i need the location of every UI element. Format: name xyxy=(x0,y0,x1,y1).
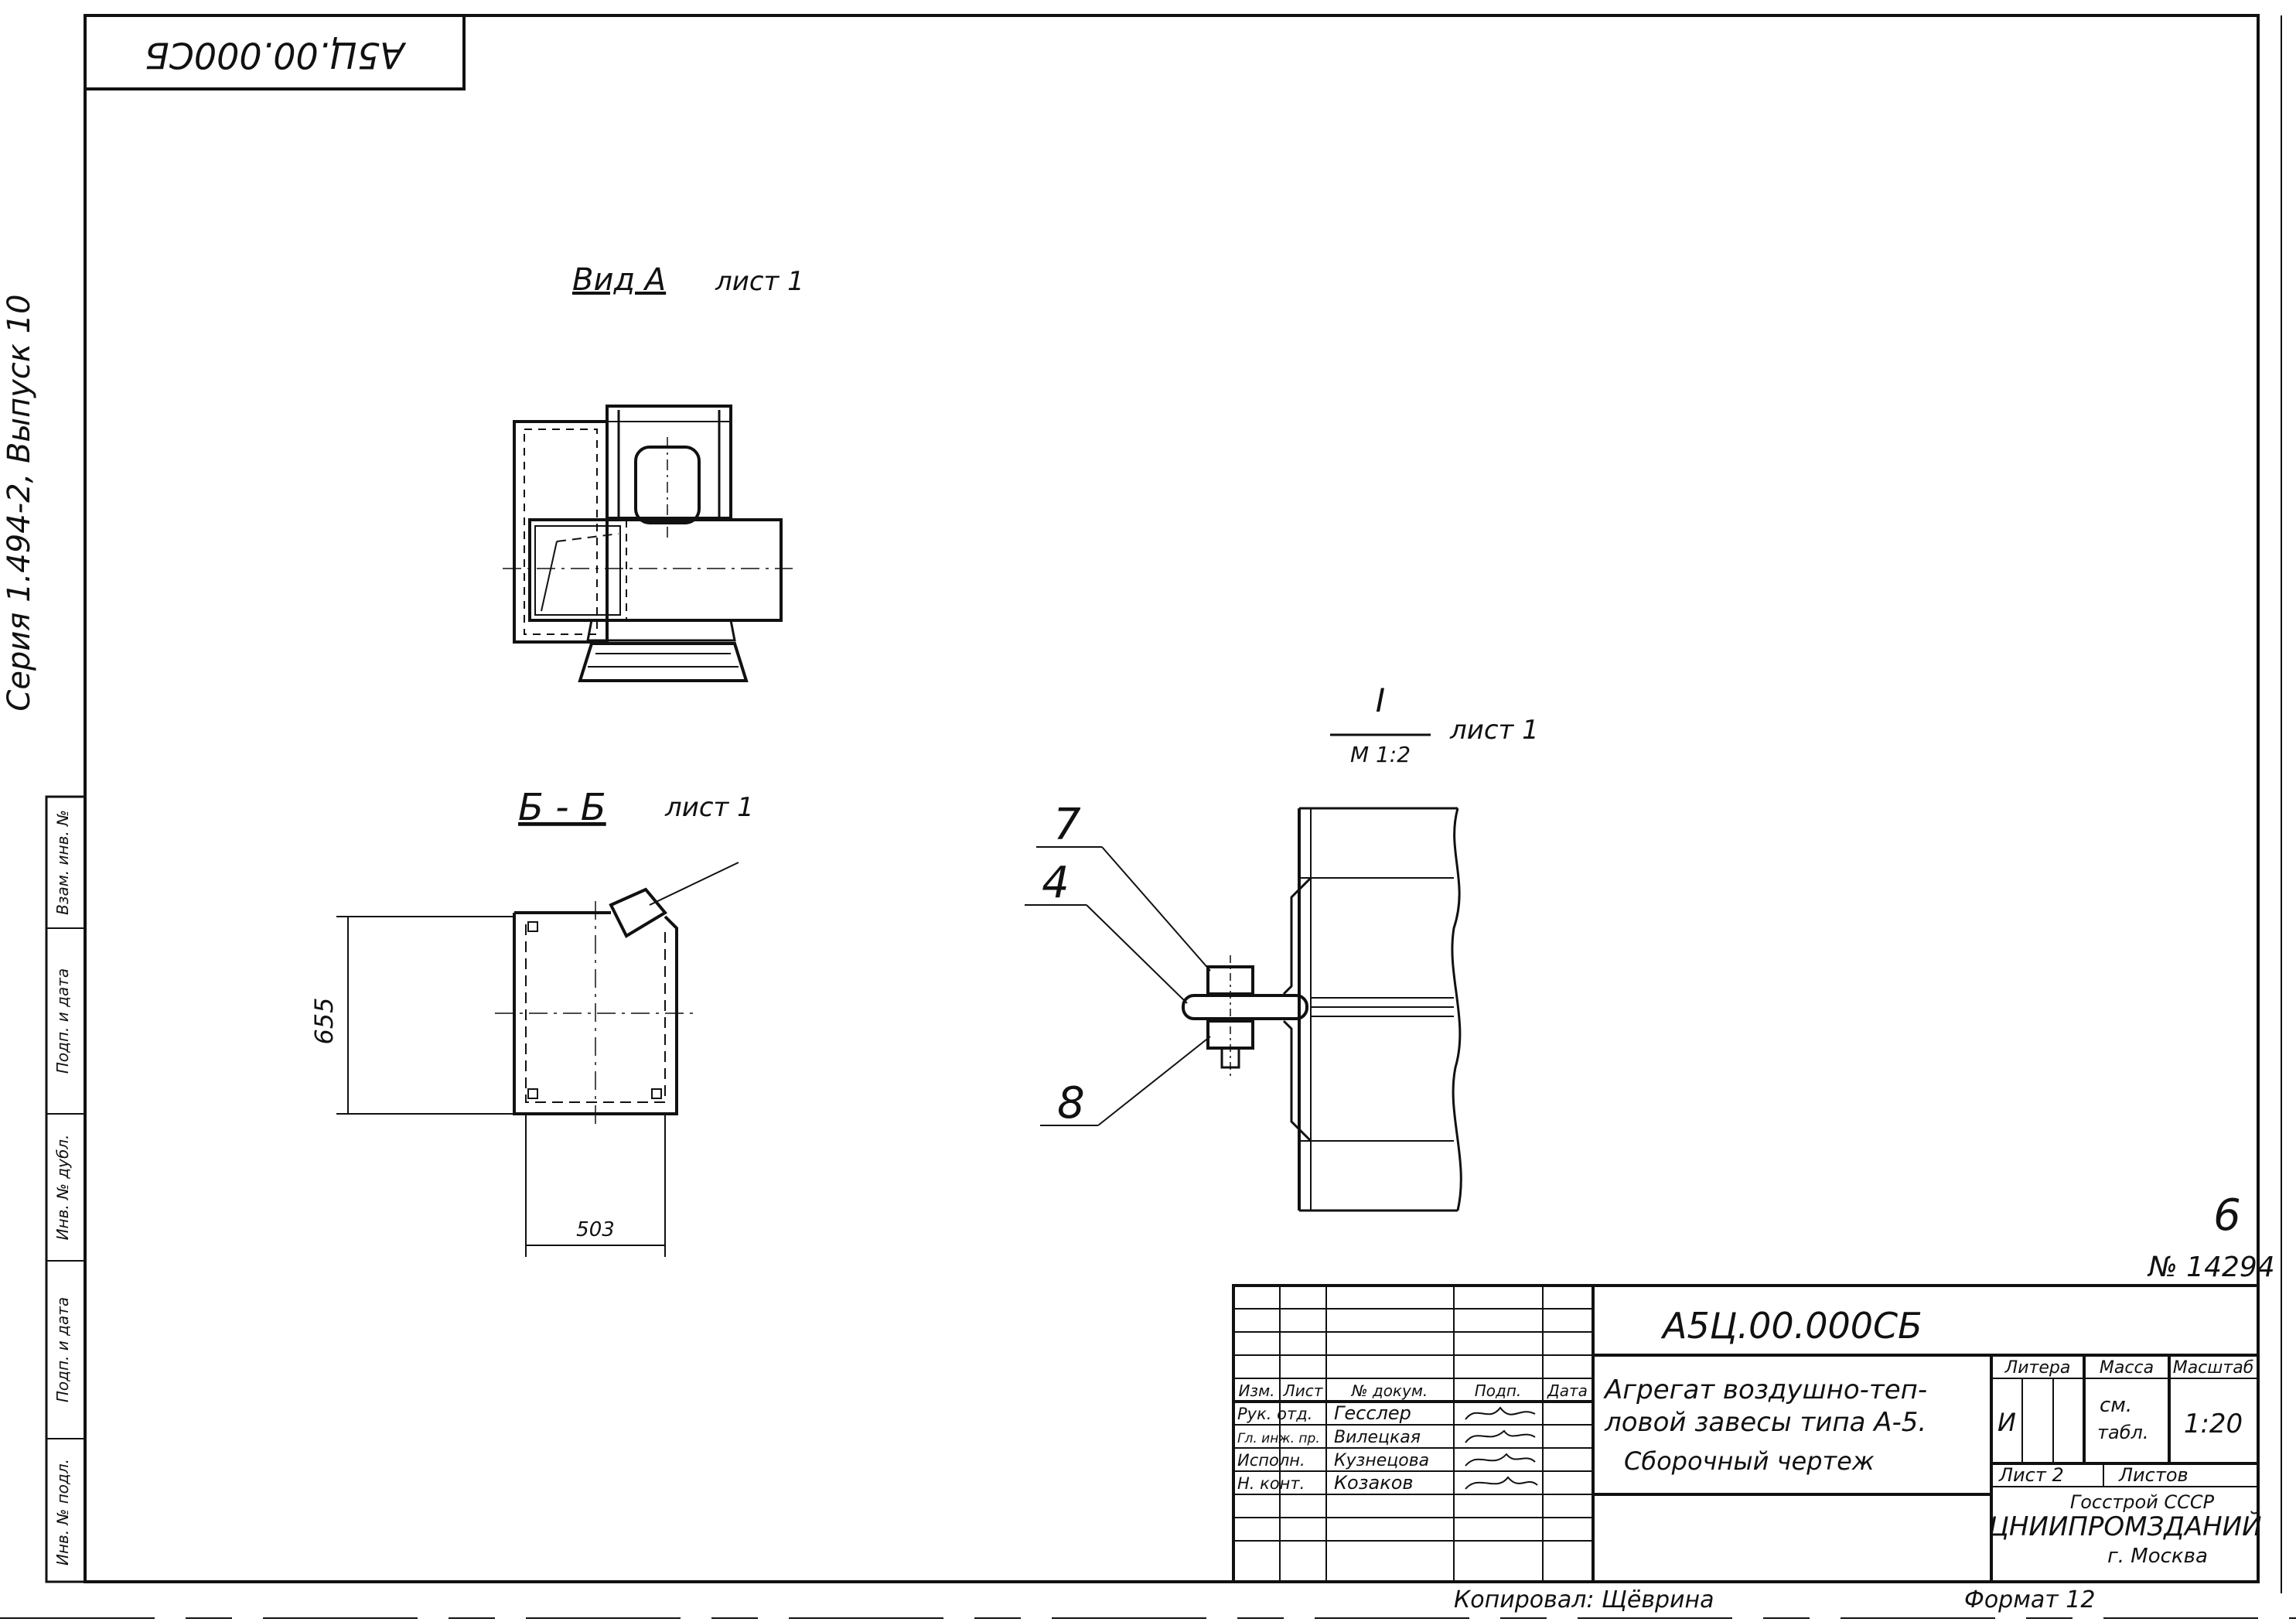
tb-header: Изм. xyxy=(1238,1381,1274,1400)
callout-4: 4 xyxy=(1042,858,1070,908)
view-a-main-box xyxy=(528,518,783,622)
side-col-label: Подп. и дата xyxy=(53,968,72,1074)
dim-width: 503 xyxy=(576,1218,615,1241)
detail-i-profile xyxy=(1282,1019,1312,1142)
section-bb-corner xyxy=(527,1088,538,1099)
tb-sheets-label: Листов xyxy=(2118,1464,2189,1486)
callout-7: 7 xyxy=(1053,800,1081,850)
signature xyxy=(1465,1476,1538,1490)
tb-org-1: Госстрой СССР xyxy=(2070,1491,2215,1513)
page-number: 6 xyxy=(2213,1190,2241,1241)
tb-role: Н. конт. xyxy=(1237,1474,1305,1493)
footer-format: Формат 12 xyxy=(1964,1586,2095,1613)
tb-name-line2: ловой завесы типа А-5. xyxy=(1604,1407,1926,1438)
detail-i-title: I xyxy=(1376,681,1385,719)
view-a-main-inner xyxy=(534,525,621,616)
dim-height: 655 xyxy=(309,997,339,1044)
detail-i-flange xyxy=(1182,994,1308,1020)
side-series-text: Серия 1.494-2, Выпуск 10 xyxy=(2,294,37,711)
inv-number: № 14294 xyxy=(2147,1252,2274,1283)
tb-org-2: ЦНИИПРОМЗДАНИЙ xyxy=(1988,1511,2261,1542)
tb-org-3: г. Москва xyxy=(2107,1545,2208,1568)
side-col-label: Взам. инв. № xyxy=(53,810,72,915)
view-a-left-box xyxy=(513,420,609,644)
section-bb-body-inner xyxy=(525,924,666,1103)
top-code-box xyxy=(84,14,466,90)
tb-sheet-label: Лист 2 xyxy=(1998,1464,2064,1486)
signature xyxy=(1465,1429,1536,1443)
tb-mass-value-1: см. xyxy=(2100,1394,2132,1417)
detail-i-profile xyxy=(1282,876,1312,995)
side-approval-strip xyxy=(45,795,87,1583)
tb-header: № докум. xyxy=(1351,1381,1428,1400)
view-a-left-inner xyxy=(524,429,598,635)
side-col-label: Инв. № подл. xyxy=(53,1459,72,1566)
tb-role: Гл. инж. пр. xyxy=(1237,1431,1320,1446)
detail-i-scale: М 1:2 xyxy=(1350,742,1411,767)
tb-role: Рук. отд. xyxy=(1237,1405,1312,1423)
tb-name: Вилецкая xyxy=(1334,1428,1421,1447)
tb-name: Гесслер xyxy=(1334,1402,1411,1424)
section-bb: Б - Б лист 1 655 503 xyxy=(309,786,754,1257)
tb-mass-label: Масса xyxy=(2100,1358,2154,1378)
tb-litera-label: Литера xyxy=(2004,1358,2071,1378)
view-a-sheet: лист 1 xyxy=(715,266,804,297)
sheet-frame xyxy=(84,14,2260,1583)
section-bb-body xyxy=(513,913,678,1115)
section-bb-title: Б - Б xyxy=(518,786,606,829)
tb-header: Лист xyxy=(1283,1381,1324,1400)
tb-name: Кузнецова xyxy=(1334,1451,1429,1470)
view-a-diag xyxy=(556,533,619,542)
signature xyxy=(1465,1453,1536,1467)
view-a-frame xyxy=(606,405,732,520)
section-bb-flap xyxy=(609,887,668,938)
detail-i: I М 1:2 лист 1 7 4 8 xyxy=(1025,681,1539,1212)
tb-name: Козаков xyxy=(1334,1472,1414,1494)
detail-i-break xyxy=(1451,808,1462,1211)
tb-header: Дата xyxy=(1547,1381,1588,1400)
top-code: А5Ц.00.000СБ xyxy=(145,35,407,77)
title-block-frame xyxy=(1232,1284,2260,1583)
tb-litera-value: И xyxy=(1997,1408,2016,1437)
view-a-nozzle xyxy=(586,620,736,642)
detail-i-sheet: лист 1 xyxy=(1449,715,1539,746)
tb-designation: А5Ц.00.000СБ xyxy=(1660,1305,1922,1347)
tb-mass-value-2: табл. xyxy=(2097,1422,2148,1443)
callout-8-leader xyxy=(1097,1036,1211,1126)
section-bb-sheet: лист 1 xyxy=(664,792,754,823)
tb-header: Подп. xyxy=(1475,1381,1522,1400)
title-block: Изм. Лист № докум. Подп. Дата Рук. отд. … xyxy=(1232,1284,2262,1583)
side-col-label: Подп. и дата xyxy=(53,1297,72,1402)
tb-scale-label: Масштаб xyxy=(2173,1358,2254,1378)
view-a: Вид А лист 1 xyxy=(503,262,804,682)
tb-role: Исполн. xyxy=(1237,1451,1305,1470)
section-bb-arrow xyxy=(649,862,739,906)
detail-i-nut-bottom xyxy=(1206,1019,1254,1050)
signature xyxy=(1465,1406,1536,1420)
tb-scale-value: 1:20 xyxy=(2184,1409,2243,1439)
callout-8: 8 xyxy=(1057,1078,1085,1129)
view-a-diag xyxy=(541,541,558,612)
view-a-nozzle-cone xyxy=(578,642,749,682)
side-col-label: Инв. № дубл. xyxy=(53,1135,72,1241)
tb-name-line3: Сборочный чертеж xyxy=(1624,1446,1875,1476)
callout-4-leader xyxy=(1086,904,1188,1004)
tb-name-line1: Агрегат воздушно-теп- xyxy=(1603,1374,1927,1405)
section-bb-corner xyxy=(527,921,538,932)
section-bb-corner xyxy=(651,1088,662,1099)
view-a-title: Вид А xyxy=(572,262,666,298)
footer-copied: Копировал: Щёврина xyxy=(1454,1586,1714,1613)
callout-7-leader xyxy=(1101,846,1211,971)
